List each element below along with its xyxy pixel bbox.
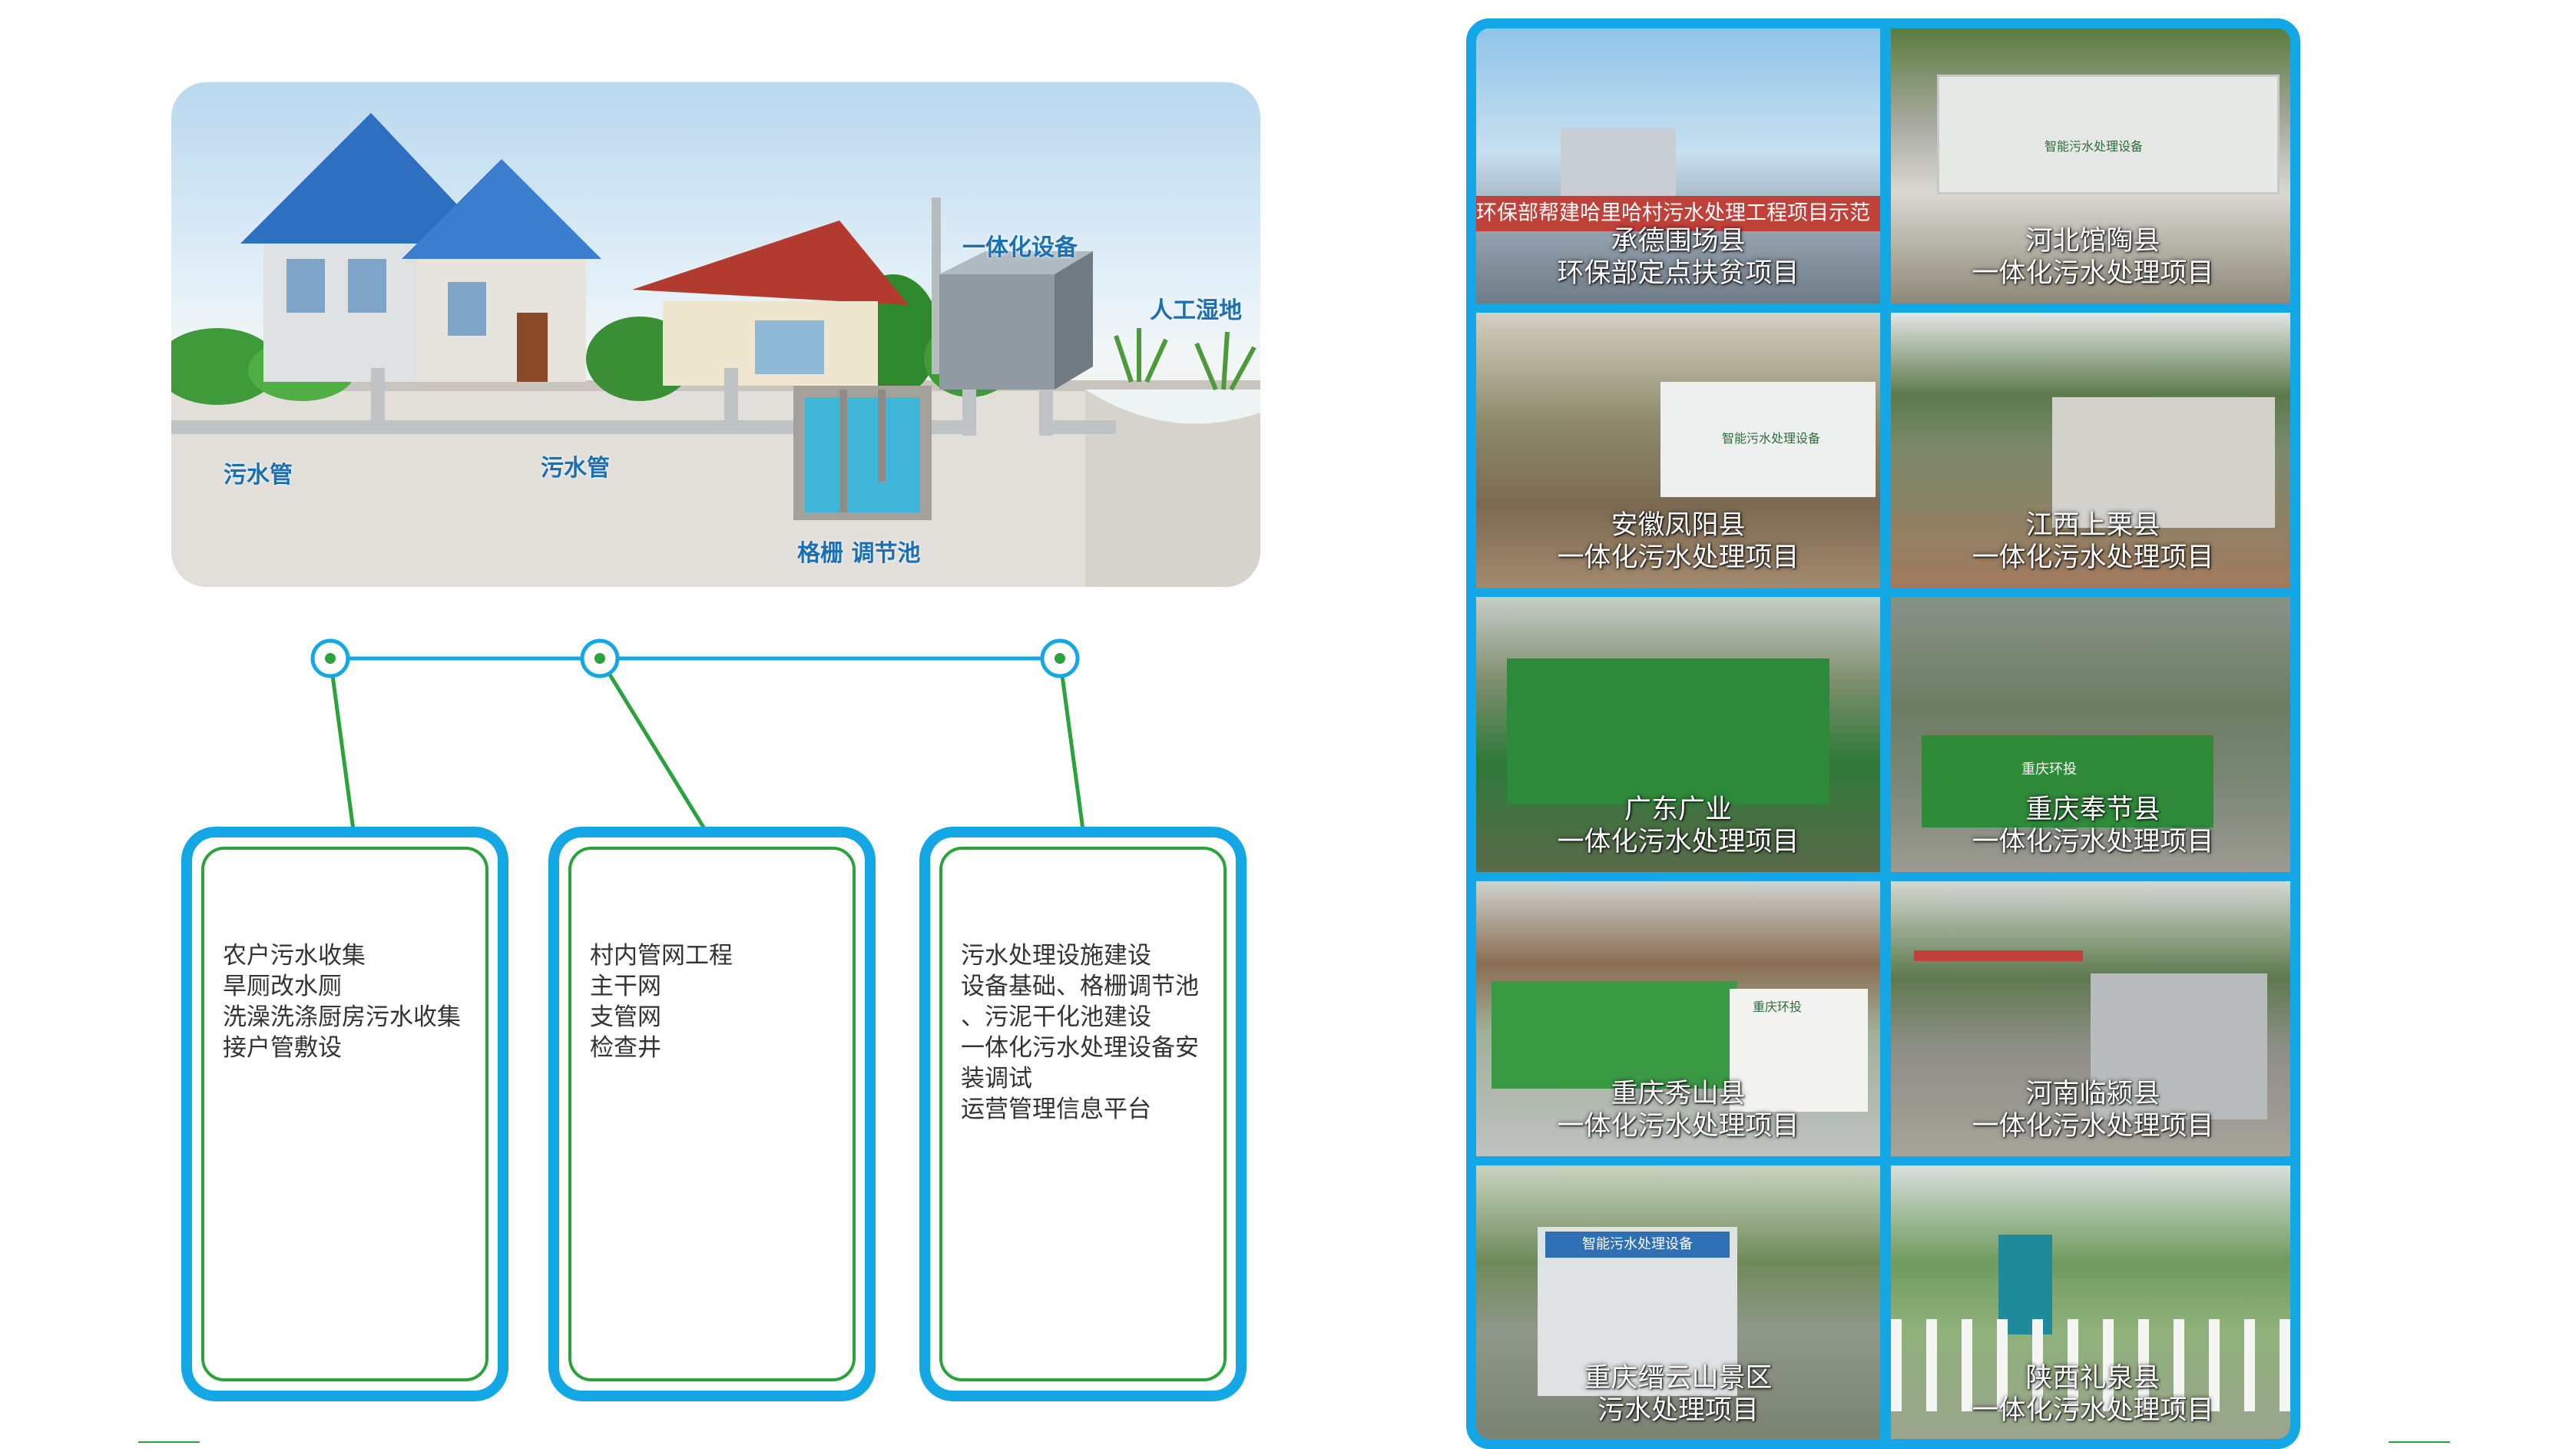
project-caption: 河南临颍县 一体化污水处理项目 [1891,1078,2290,1142]
card-household-collection: 农户污水收集 旱厕改水厕 洗澡洗涤厨房污水收集 接户管敷设 [181,827,508,1401]
card-line: 接户管敷设 [223,1034,342,1062]
equipment-container-graphic [2091,973,2267,1119]
connector-graphic [310,638,1085,831]
card-line: 、污泥干化池建设 [961,1003,1151,1031]
card-line: 支管网 [590,1003,661,1031]
sewage-pipe-label-2: 污水管 [541,455,610,482]
project-photo-grid: 环保部帮建哈里哈村污水处理工程项目示范 承德围场县 环保部定点扶贫项目 智能污水… [1466,18,2300,1449]
equipment-sign: 重庆环投 [1753,1000,1803,1014]
project-photo-liquan: 陕西礼泉县 一体化污水处理项目 [1891,1166,2290,1439]
card-line: 农户污水收集 [223,942,366,970]
canopy-graphic [1914,950,2083,961]
card-line: 旱厕改水厕 [223,973,342,1000]
project-banner: 环保部帮建哈里哈村污水处理工程项目示范 [1476,196,1880,231]
project-caption: 广东广业 一体化污水处理项目 [1476,794,1880,858]
equipment-sign: 重庆环投 [2021,761,2077,778]
project-caption: 重庆缙云山景区 污水处理项目 [1476,1362,1880,1427]
project-type: 一体化污水处理项目 [1557,827,1800,857]
building-graphic [1730,989,1868,1112]
project-name: 安徽凤阳县 [1611,510,1746,541]
card-line: 洗澡洗涤厨房污水收集 [223,1003,461,1031]
project-caption: 承德围场县 环保部定点扶贫项目 [1476,225,1880,290]
footer-accent-left [138,1441,200,1443]
sewage-pipe-label-1: 污水管 [223,462,293,489]
project-name: 重庆缙云山景区 [1584,1363,1773,1394]
card-line: 设备基础、格栅调节池 [961,973,1199,1000]
card-inner: 村内管网工程 主干网 支管网 检查井 [568,847,856,1381]
project-photo-fengjie: 重庆环投 重庆奉节县 一体化污水处理项目 [1891,597,2290,872]
project-photo-jinyunshan: 智能污水处理设备 重庆缙云山景区 污水处理项目 [1476,1166,1880,1439]
equipment-sign: 智能污水处理设备 [1545,1232,1730,1258]
card-village-pipe-network: 村内管网工程 主干网 支管网 检查井 [548,827,876,1401]
card-line: 检查井 [590,1034,661,1062]
project-type: 污水处理项目 [1597,1395,1759,1426]
card-line: 一体化污水处理设备安 [961,1034,1199,1062]
project-name: 陕西礼泉县 [2025,1363,2160,1394]
project-type: 环保部定点扶贫项目 [1557,258,1800,289]
illustration-graphic [171,113,1260,587]
project-type: 一体化污水处理项目 [1972,258,2214,289]
equipment-sign: 智能污水处理设备 [1722,431,1821,446]
project-type: 一体化污水处理项目 [1972,1111,2214,1142]
wetland-label: 人工湿地 [1150,297,1242,324]
project-photo-xiushan: 重庆环投 重庆秀山县 一体化污水处理项目 [1476,881,1880,1156]
card-line: 村内管网工程 [590,942,733,970]
project-type: 一体化污水处理项目 [1557,1111,1800,1142]
card-treatment-facility: 污水处理设施建设 设备基础、格栅调节池 、污泥干化池建设 一体化污水处理设备安 … [919,827,1247,1401]
project-photo-guangye: 广东广业 一体化污水处理项目 [1476,597,1880,872]
project-caption: 重庆秀山县 一体化污水处理项目 [1476,1078,1880,1142]
project-name: 重庆奉节县 [2025,794,2160,825]
project-name: 江西上栗县 [2025,510,2160,541]
equipment-label: 一体化设备 [962,234,1078,261]
project-caption: 安徽凤阳县 一体化污水处理项目 [1476,509,1880,574]
equipment-container-graphic [1492,981,1737,1089]
project-type: 一体化污水处理项目 [1557,542,1800,573]
equipment-container-graphic [1937,75,2280,194]
equipment-container-graphic [1660,382,1876,497]
project-caption: 重庆奉节县 一体化污水处理项目 [1891,794,2290,858]
sewage-system-illustration: 一体化设备 人工湿地 污水管 污水管 格栅 调节池 [171,82,1260,587]
card-inner: 污水处理设施建设 设备基础、格栅调节池 、污泥干化池建设 一体化污水处理设备安 … [939,847,1227,1381]
project-name: 河北馆陶县 [2025,226,2160,257]
project-name: 重庆秀山县 [1611,1079,1746,1109]
project-photo-chengde: 环保部帮建哈里哈村污水处理工程项目示范 承德围场县 环保部定点扶贫项目 [1476,28,1880,303]
project-type: 一体化污水处理项目 [1972,827,2214,857]
project-type: 一体化污水处理项目 [1972,1395,2214,1426]
project-photo-fengyang: 智能污水处理设备 安徽凤阳县 一体化污水处理项目 [1476,313,1880,588]
grille-regulating-pool-label: 格栅 调节池 [797,540,921,567]
project-caption: 陕西礼泉县 一体化污水处理项目 [1891,1362,2290,1427]
project-type: 一体化污水处理项目 [1972,542,2214,573]
project-photo-shangli: 江西上栗县 一体化污水处理项目 [1891,313,2290,588]
project-name: 承德围场县 [1611,226,1746,257]
project-name: 广东广业 [1624,794,1732,825]
project-caption: 河北馆陶县 一体化污水处理项目 [1891,225,2290,290]
card-line: 运营管理信息平台 [961,1096,1151,1123]
equipment-container-graphic [2052,397,2275,528]
equipment-container-graphic [1922,735,2213,827]
project-photo-guantao: 智能污水处理设备 河北馆陶县 一体化污水处理项目 [1891,28,2290,303]
project-name: 河南临颍县 [2025,1079,2160,1109]
footer-accent-right [2389,1441,2450,1443]
card-line: 主干网 [590,973,661,1000]
project-caption: 江西上栗县 一体化污水处理项目 [1891,509,2290,574]
project-photo-linying: 河南临颍县 一体化污水处理项目 [1891,881,2290,1156]
equipment-container-graphic [1507,658,1829,804]
equipment-cabinet-graphic [1998,1235,2052,1335]
equipment-sign: 智能污水处理设备 [2045,139,2144,154]
card-line: 装调试 [961,1065,1032,1093]
fence-graphic [1891,1319,2290,1411]
card-inner: 农户污水收集 旱厕改水厕 洗澡洗涤厨房污水收集 接户管敷设 [201,847,488,1381]
card-line: 污水处理设施建设 [961,942,1151,970]
